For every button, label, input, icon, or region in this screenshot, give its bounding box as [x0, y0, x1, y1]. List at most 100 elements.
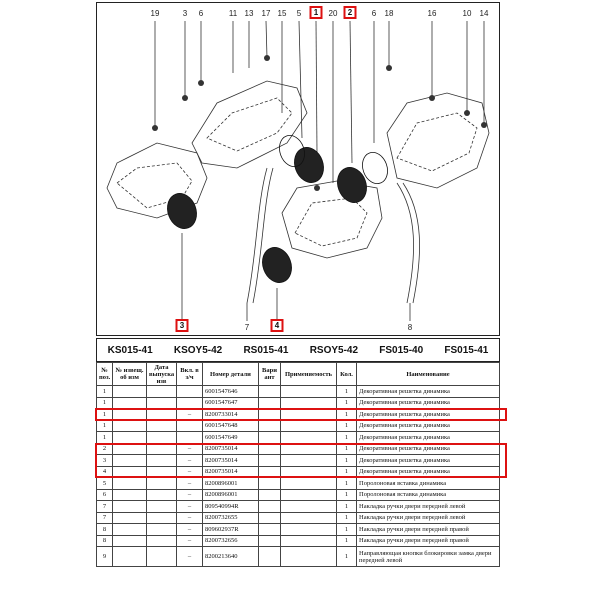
cell-pos: 3 [96, 454, 113, 467]
callout-label: 18 [384, 9, 394, 18]
cell-name: Декоративная решетка динамика [356, 465, 500, 478]
cell-empty [146, 442, 177, 455]
callout-label: 15 [277, 9, 287, 18]
cell-dash: – [176, 477, 203, 490]
cell-name: Декоративная решетка динамика [356, 385, 500, 398]
cell-pos: 5 [96, 477, 113, 490]
callout-label: 11 [228, 9, 238, 18]
cell-empty [112, 442, 147, 455]
callout-label: 17 [261, 9, 271, 18]
model-code: RSOY5-42 [309, 344, 359, 356]
cell-name: Декоративная решетка динамика [356, 396, 500, 409]
cell-pos: 9 [96, 546, 113, 567]
header-qty: Кол. [336, 362, 357, 386]
cell-empty [280, 408, 337, 421]
cell-empty [258, 465, 281, 478]
cell-dash: – [176, 465, 203, 478]
model-code: RS015-41 [243, 344, 289, 356]
cell-name: Накладка ручки двери передней левой [356, 500, 500, 513]
cell-part: 8200896001 [202, 488, 259, 501]
cell-qty: 1 [336, 500, 357, 513]
model-code: FS015-41 [444, 344, 489, 356]
cell-part: 8200735014 [202, 454, 259, 467]
cell-name: Накладка ручки двери передней левой [356, 511, 500, 524]
callout-label: 6 [198, 9, 204, 18]
cell-part: 6001547646 [202, 385, 259, 398]
cell-empty [280, 419, 337, 432]
cell-pos: 1 [96, 419, 113, 432]
cell-empty [258, 408, 281, 421]
cell-empty [112, 465, 147, 478]
cell-part: 8200732655 [202, 511, 259, 524]
cell-pos: 2 [96, 442, 113, 455]
cell-dash [176, 396, 203, 409]
cell-empty [280, 396, 337, 409]
cell-empty [112, 396, 147, 409]
cell-empty [146, 546, 177, 567]
cell-pos: 7 [96, 500, 113, 513]
cell-empty [112, 488, 147, 501]
header-part-number: Номер детали [202, 362, 259, 386]
cell-empty [112, 546, 147, 567]
cell-empty [280, 431, 337, 444]
cell-empty [258, 419, 281, 432]
cell-part: 8200732656 [202, 534, 259, 547]
cell-empty [146, 477, 177, 490]
cell-empty [280, 477, 337, 490]
callout-label: 13 [244, 9, 254, 18]
cell-part: 809602937R [202, 523, 259, 536]
cell-name: Накладка ручки двери передней правой [356, 534, 500, 547]
cell-name: Декоративная решетка динамика [356, 454, 500, 467]
cell-part: 8200735014 [202, 465, 259, 478]
cell-qty: 1 [336, 419, 357, 432]
cell-empty [112, 419, 147, 432]
cell-name: Поролоновая вставка динамика [356, 488, 500, 501]
cell-empty [258, 500, 281, 513]
cell-qty: 1 [336, 431, 357, 444]
cell-pos: 1 [96, 431, 113, 444]
cell-dash: – [176, 511, 203, 524]
callout-label: 7 [244, 323, 250, 332]
cell-dash [176, 431, 203, 444]
highlighted-callout-3: 3 [175, 319, 189, 332]
cell-empty [258, 488, 281, 501]
cell-pos: 8 [96, 534, 113, 547]
cell-empty [280, 488, 337, 501]
cell-empty [280, 385, 337, 398]
model-code: FS015-40 [379, 344, 424, 356]
cell-name: Направляющая кнопки блокировки замка две… [356, 546, 500, 567]
cell-empty [146, 454, 177, 467]
cell-empty [280, 534, 337, 547]
cell-dash: – [176, 534, 203, 547]
cell-part: 8200213640 [202, 546, 259, 567]
cell-part: 6001547648 [202, 419, 259, 432]
cell-empty [258, 396, 281, 409]
header-pos: № поз. [96, 362, 113, 386]
cell-name: Декоративная решетка динамика [356, 431, 500, 444]
cell-empty [146, 385, 177, 398]
cell-empty [112, 511, 147, 524]
cell-pos: 7 [96, 511, 113, 524]
cell-dash: – [176, 546, 203, 567]
cell-pos: 4 [96, 465, 113, 478]
header-applicability: Применяемость [280, 362, 337, 386]
cell-qty: 1 [336, 454, 357, 467]
header-included: Вкл. в з/ч [176, 362, 203, 386]
cell-empty [146, 419, 177, 432]
cell-name: Декоративная решетка динамика [356, 442, 500, 455]
header-date: Дата выпуска изв [146, 362, 177, 386]
cell-empty [258, 477, 281, 490]
cell-empty [146, 396, 177, 409]
highlighted-callout-2: 2 [343, 6, 357, 19]
cell-qty: 1 [336, 488, 357, 501]
parts-table: № поз. № извещ. об изм Дата выпуска изв … [96, 362, 500, 567]
cell-empty [112, 477, 147, 490]
cell-empty [146, 511, 177, 524]
